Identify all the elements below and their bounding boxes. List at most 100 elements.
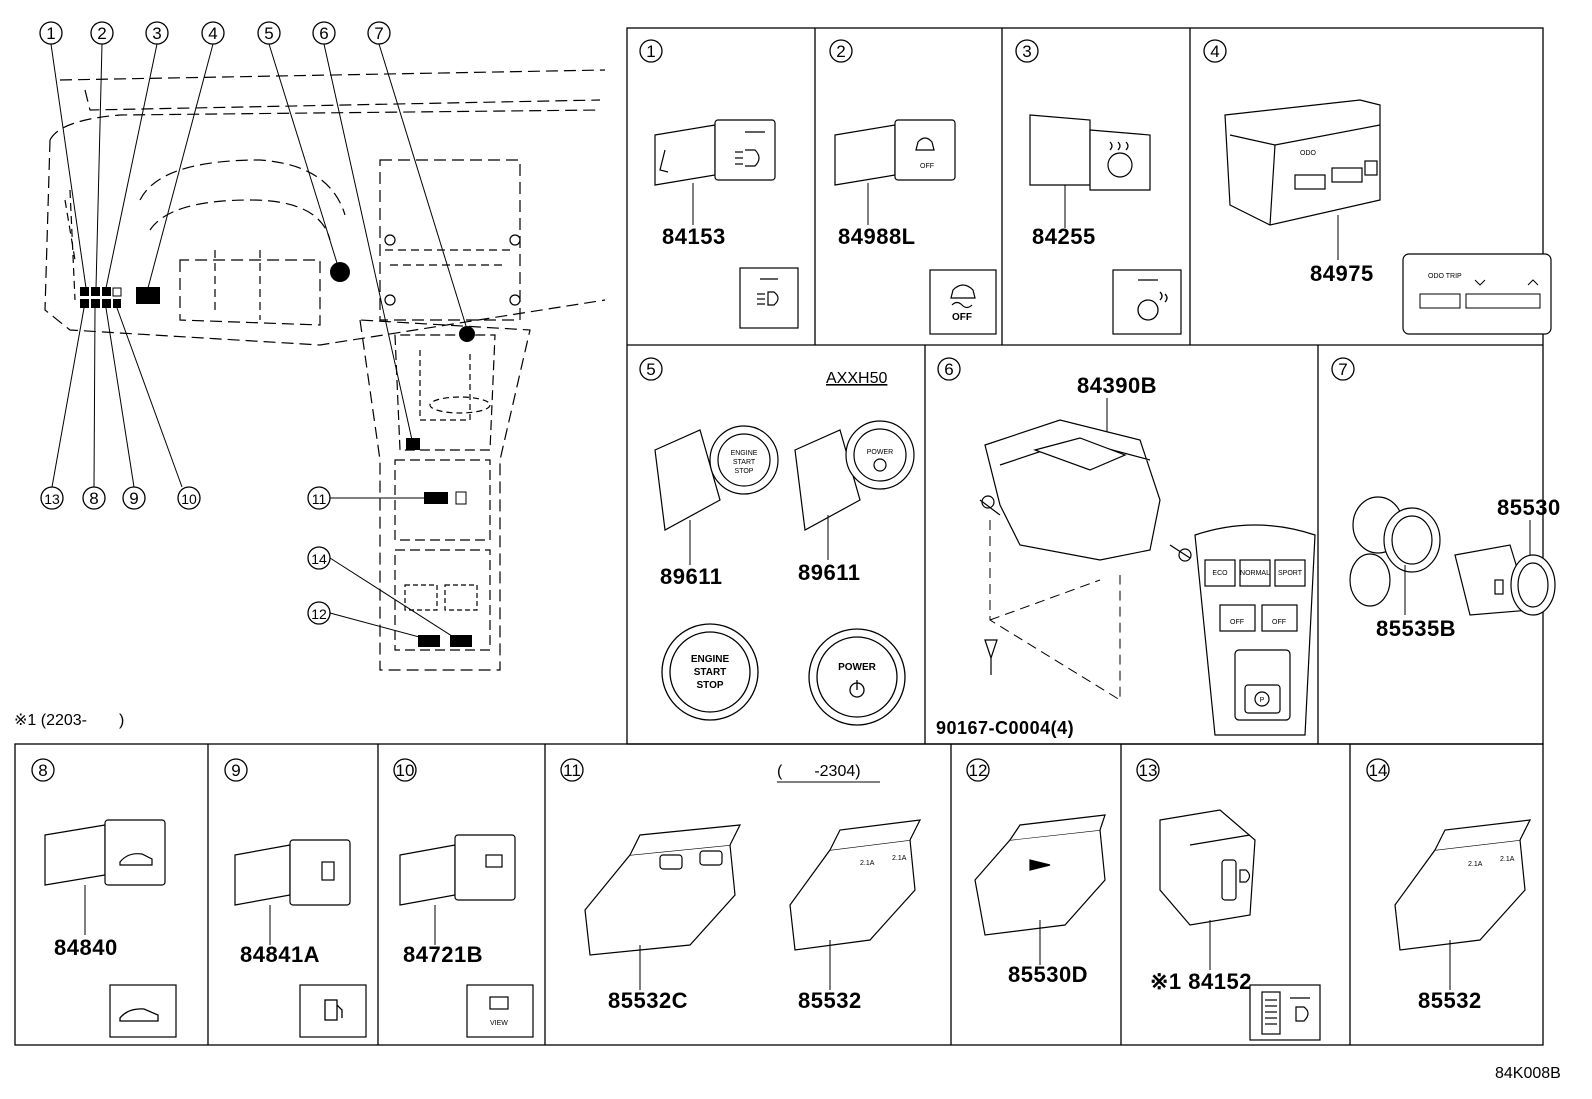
panel-5: 5 AXXH50 ENGINE START STOP 89611 POWER 8… [639,357,915,726]
panel-7: 7 85535B 85530 [1331,357,1561,641]
callout-3: 3 [152,24,161,43]
switch-84255 [1029,114,1151,191]
odo-trip-label: ODO TRIP [1428,273,1462,280]
overview-callouts: 1 2 3 4 5 6 7 13 8 9 10 11 14 12 [39,21,391,625]
panel-10: 10 84721B VIEW [393,758,534,1038]
label-text: POWER [838,662,877,673]
callout-1: 1 [46,24,55,43]
part-85530: 85530 [1497,495,1561,520]
label-text: OFF [1230,619,1244,626]
part-85535B: 85535B [1376,616,1456,641]
panel-2-number: 2 [836,42,845,61]
part-84840: 84840 [54,935,118,960]
panel-2: 2 OFF 84988L OFF [829,39,997,335]
part-85532C: 85532C [608,988,688,1013]
label-text: SPORT [1278,570,1303,577]
part-84841A: 84841A [240,942,320,967]
part-84975: 84975 [1310,261,1374,286]
label-text: ODO [1300,150,1317,157]
usb-85532 [789,819,922,951]
panel-6: 6 84390B 90167-C0004(4) ECO NORMAL SPORT… [936,357,1316,738]
panel-4-number: 4 [1210,42,1219,61]
panel-9-number: 9 [231,761,240,780]
panel-8-number: 8 [38,761,47,780]
label-text: 2.1A [860,860,875,867]
engine-start-stop-button [661,623,759,721]
panel-11: 11 ( -2304) 85532C 2.1A 2.1A 85532 [560,758,922,1013]
callout-2: 2 [97,24,106,43]
start-button-a [654,425,779,531]
callout-9: 9 [129,489,138,508]
panel-6-number: 6 [944,360,953,379]
part-84152: ※1 84152 [1150,969,1252,994]
callout-11: 11 [312,491,327,507]
panel-1-number: 1 [646,42,655,61]
leveling-dial-icon [1261,991,1310,1035]
callout-5: 5 [264,24,273,43]
label-text: ENGINE [731,450,758,457]
callout-13: 13 [44,491,60,507]
callout-4: 4 [208,24,217,43]
part-85532: 85532 [798,988,862,1013]
panel-3-number: 3 [1022,42,1031,61]
part-84153: 84153 [662,224,726,249]
label-text: ENGINE [691,654,730,665]
label-text: OFF [920,163,934,170]
panel-13-number: 13 [1139,761,1158,780]
footnote: ※1 (2203- ) [14,712,124,729]
switch-84975: ODO [1224,99,1381,226]
panel-1: 1 84153 [639,39,799,329]
label-text: OFF [1272,619,1286,626]
heated-steering-icon [1137,279,1168,321]
overview-markers [80,262,475,647]
console-switch-panel [1194,524,1316,736]
part-89611-b: 89611 [798,560,860,585]
label-text: STOP [735,468,754,475]
callout-14: 14 [311,551,327,567]
variant-axxh50: AXXH50 [826,370,887,387]
shifter-assembly [979,419,1192,562]
callout-7: 7 [374,24,383,43]
panel-12: 12 85530D [966,758,1106,987]
usb-85532C [584,824,742,956]
part-89611-a: 89611 [660,564,722,589]
icon-box-headlamp [739,267,799,329]
headlamp-leveling-switch [1159,809,1256,926]
label-text: 2.1A [1468,861,1483,868]
label-text: START [733,459,756,466]
panel-7-number: 7 [1338,360,1347,379]
off-label: OFF [952,312,972,323]
view-label: VIEW [490,1020,508,1027]
camera-view-icon [489,996,509,1010]
panel-11-number: 11 [563,761,581,780]
panel-10-number: 10 [396,761,415,780]
traction-off-icon [950,284,976,309]
part-84390B: 84390B [1077,373,1157,398]
dashboard-overview [44,69,606,671]
switch-84153 [654,119,776,186]
power-button [808,628,906,726]
reference-code: 84K008B [1495,1065,1561,1082]
label-text: START [694,667,727,678]
label-text: P [1260,697,1265,704]
label-text: POWER [867,449,893,456]
label-text: STOP [696,680,723,691]
panel-5-number: 5 [646,360,655,379]
label-text: NORMAL [1240,570,1270,577]
panel-14: 14 2.1A 2.1A 85532 [1366,758,1532,1013]
headlamp-icon [757,278,779,306]
trunk-open-icon [119,1008,159,1022]
callout-12: 12 [311,606,327,622]
label-text: 2.1A [892,855,907,862]
part-84255: 84255 [1032,224,1096,249]
part-90167-C0004: 90167-C0004(4) [936,718,1074,738]
panel-12-number: 12 [969,761,988,780]
callout-10: 10 [181,491,197,507]
fuel-door-icon [324,999,343,1021]
part-84721B: 84721B [403,942,483,967]
panel-9: 9 84841A [224,758,367,1038]
panel-8: 8 84840 [31,758,177,1038]
power-outlet-socket [1454,544,1556,616]
overview-leaders [50,43,467,639]
